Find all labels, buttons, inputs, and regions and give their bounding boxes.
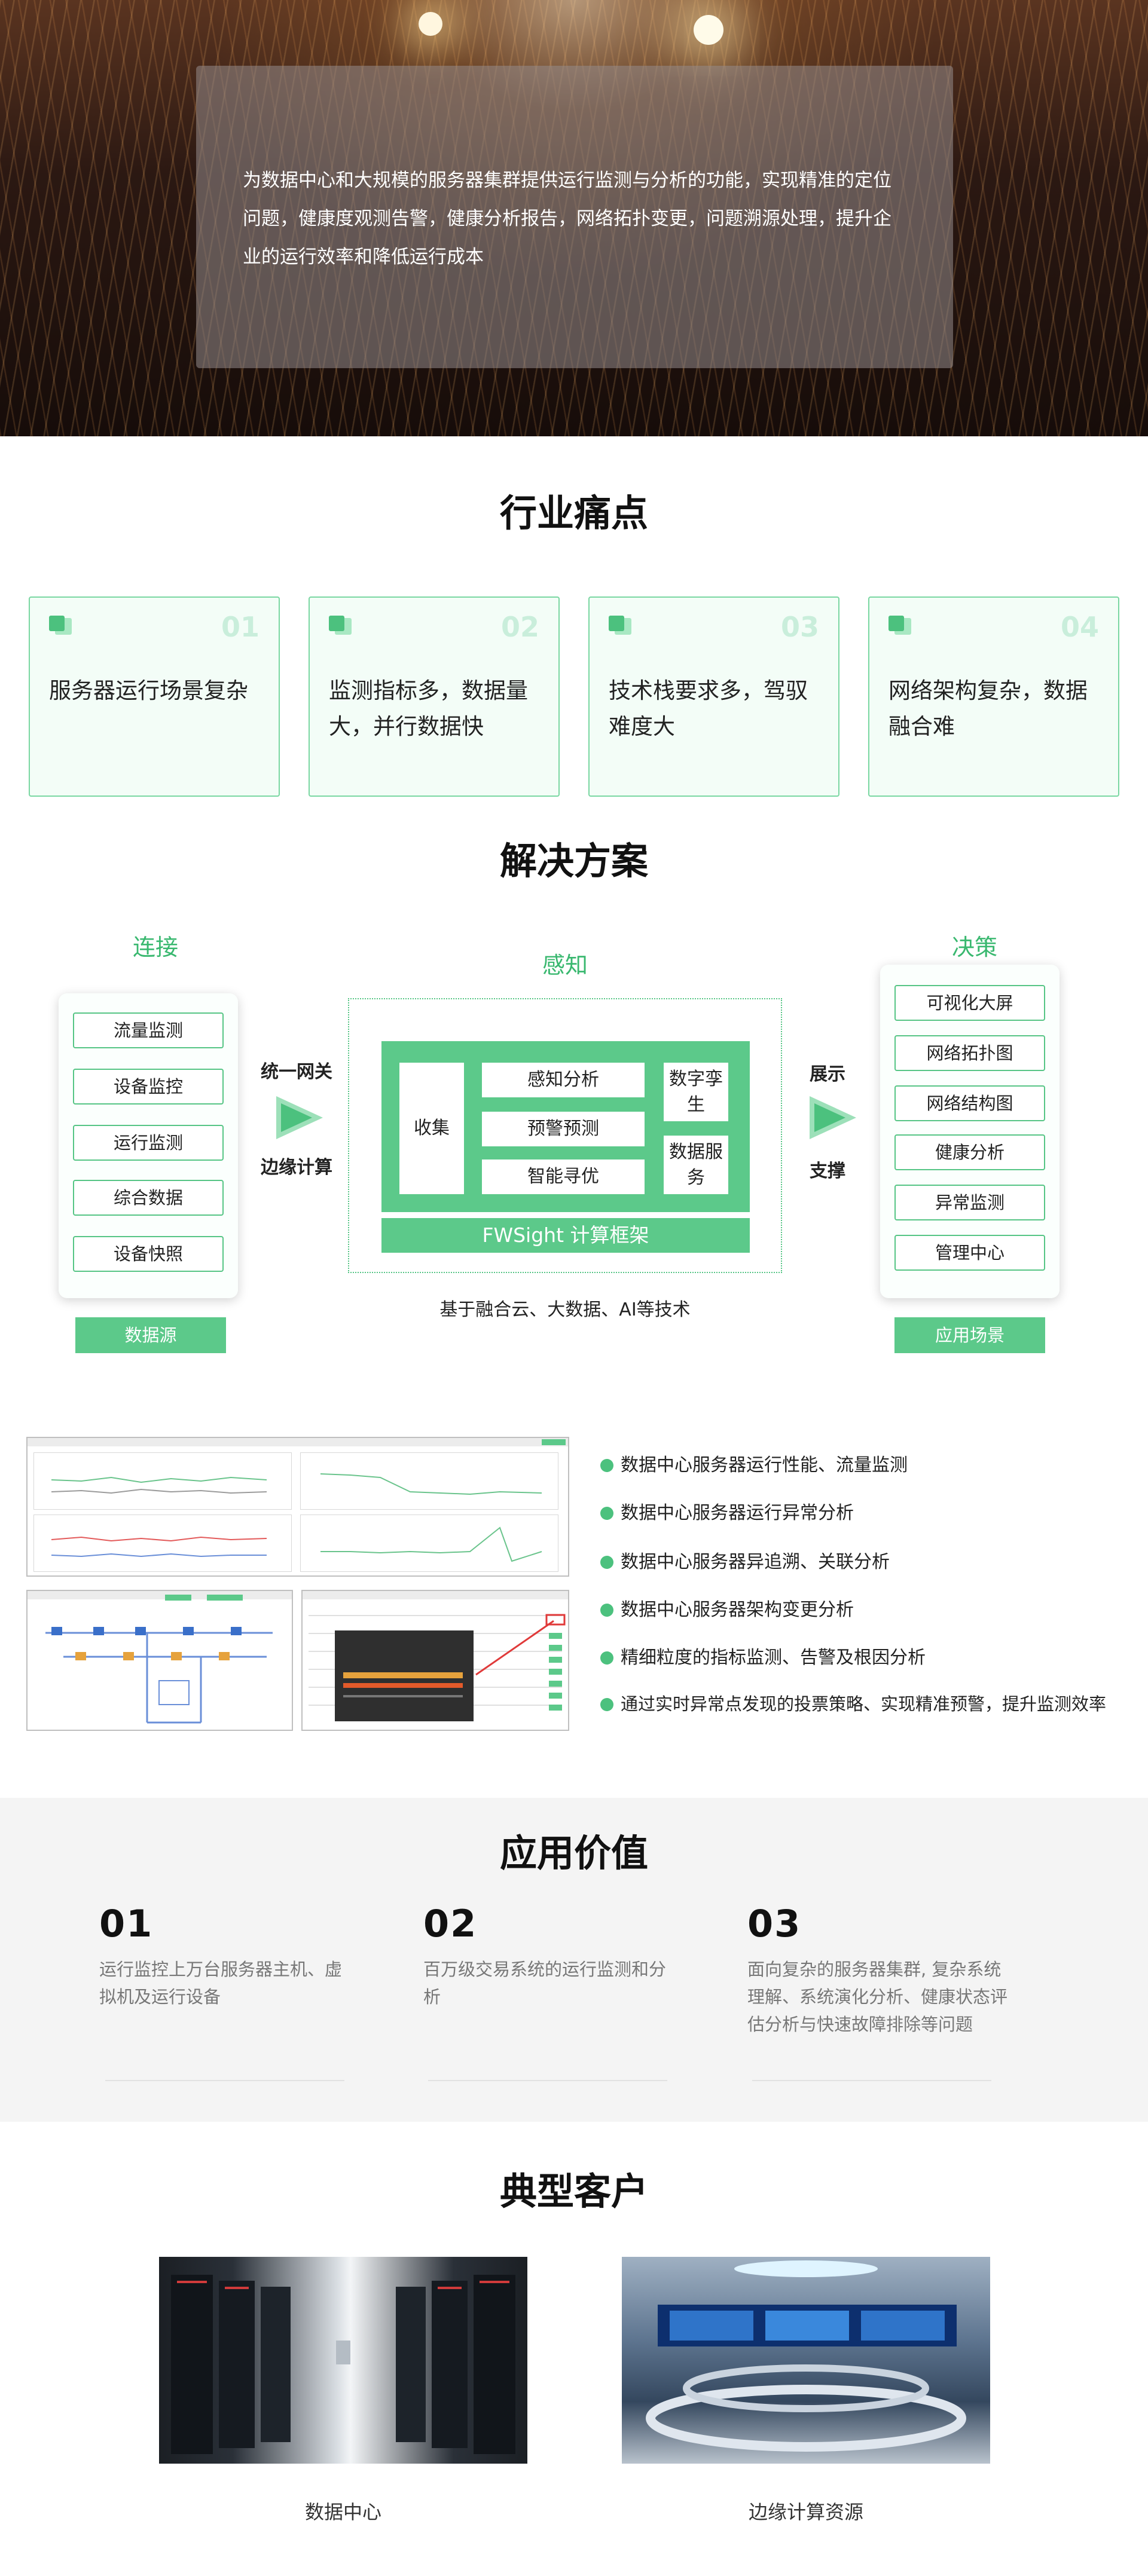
connect-item: 设备快照 — [73, 1236, 224, 1272]
value-text: 运行监控上万台服务器主机、虚拟机及运行设备 — [99, 1959, 343, 2007]
divider — [428, 2080, 667, 2081]
feature-item: 数据中心服务器运行性能、流量监测 — [600, 1450, 908, 1476]
hero-text-panel: 为数据中心和大规模的服务器集群提供运行监测与分析的功能，实现精准的定位问题，健康… — [196, 66, 953, 368]
connect-item: 综合数据 — [73, 1180, 224, 1216]
feature-text: 数据中心服务器运行异常分析 — [621, 1503, 854, 1523]
card-icon — [609, 616, 631, 635]
card-icon — [889, 616, 911, 635]
data-service-box: 数据服务 — [664, 1136, 728, 1194]
monitoring-screenshot — [26, 1437, 569, 1577]
card-icon — [49, 616, 72, 635]
perceive-item: 感知分析 — [482, 1063, 645, 1097]
value-title: 应用价值 — [499, 1831, 648, 1875]
feature-item: 通过实时异常点发现的投票策略、实现精准预警，提升监测效率 — [600, 1690, 1106, 1715]
feature-item: 数据中心服务器架构变更分析 — [600, 1595, 854, 1621]
feature-text: 通过实时异常点发现的投票策略、实现精准预警，提升监测效率 — [621, 1694, 1107, 1714]
decide-item: 可视化大屏 — [894, 985, 1045, 1021]
decide-item: 管理中心 — [894, 1235, 1045, 1271]
card-text: 监测指标多，数据量大，并行数据快 — [329, 678, 528, 739]
bullet-dot-icon — [600, 1507, 613, 1520]
value-text: 百万级交易系统的运行监测和分析 — [423, 1959, 667, 2007]
connect-item: 运行监测 — [73, 1125, 224, 1161]
control-center-image — [622, 2257, 990, 2464]
decide-item: 异常监测 — [894, 1185, 1045, 1220]
pain-card: 03 技术栈要求多，驾驭难度大 — [588, 596, 839, 797]
divider — [105, 2080, 344, 2081]
light-glow — [694, 15, 723, 45]
divider — [752, 2080, 991, 2081]
connect-item: 流量监测 — [73, 1012, 224, 1048]
value-number: 01 — [99, 1902, 154, 1945]
decide-item: 网络拓扑图 — [894, 1035, 1045, 1071]
framework-bar: FWSight 计算框架 — [381, 1218, 750, 1253]
value-text: 面向复杂的服务器集群, 复杂系统理解、系统演化分析、健康状态评估分析与快速故障排… — [747, 1959, 1008, 2035]
connect-item: 设备监控 — [73, 1069, 224, 1105]
feature-text: 数据中心服务器架构变更分析 — [621, 1599, 854, 1620]
feature-text: 数据中心服务器运行性能、流量监测 — [621, 1455, 908, 1476]
collect-box: 收集 — [399, 1063, 464, 1194]
bullet-dot-icon — [600, 1651, 613, 1665]
digital-twin-box: 数字孪生 — [664, 1063, 728, 1121]
card-icon — [329, 616, 352, 635]
alert-screenshot — [301, 1590, 569, 1731]
bullet-dot-icon — [600, 1604, 613, 1617]
topology-screenshot — [26, 1590, 293, 1731]
feature-item: 精细粒度的指标监测、告警及根因分析 — [600, 1642, 926, 1669]
card-number: 03 — [780, 611, 819, 643]
connect-title: 连接 — [132, 934, 178, 960]
arrow-label-top: 统一网关 — [261, 1061, 332, 1082]
value-number: 03 — [747, 1902, 802, 1945]
hero-description: 为数据中心和大规模的服务器集群提供运行监测与分析的功能，实现精准的定位问题，健康… — [243, 170, 891, 268]
card-number: 02 — [500, 611, 539, 643]
card-text: 服务器运行场景复杂 — [49, 678, 248, 703]
customer-label: 数据中心 — [304, 2501, 381, 2523]
decide-item: 网络结构图 — [894, 1085, 1045, 1121]
right-arrow-icon — [814, 1103, 845, 1132]
light-glow — [419, 12, 442, 36]
pain-card: 01 服务器运行场景复杂 — [29, 596, 280, 797]
value-section — [0, 1798, 1148, 2122]
value-number: 02 — [423, 1902, 478, 1945]
hero-banner: 为数据中心和大规模的服务器集群提供运行监测与分析的功能，实现精准的定位问题，健康… — [0, 0, 1148, 436]
card-text: 网络架构复杂，数据融合难 — [889, 678, 1088, 739]
arrow-label-bottom: 支撑 — [810, 1161, 845, 1182]
decide-item: 健康分析 — [894, 1134, 1045, 1170]
alert-popup — [335, 1630, 474, 1721]
perceive-item: 智能寻优 — [482, 1159, 645, 1194]
card-number: 04 — [1060, 611, 1099, 643]
arrow-label-bottom: 边缘计算 — [261, 1157, 332, 1178]
card-number: 01 — [221, 611, 259, 643]
solution-title: 解决方案 — [499, 839, 648, 883]
right-arrow-icon — [281, 1103, 312, 1132]
decide-title: 决策 — [951, 934, 997, 960]
pain-points-title: 行业痛点 — [499, 491, 648, 535]
feature-text: 精细粒度的指标监测、告警及根因分析 — [621, 1647, 926, 1668]
application-scenario-button[interactable]: 应用场景 — [894, 1317, 1045, 1353]
arrow-label-top: 展示 — [810, 1064, 845, 1085]
pain-card: 04 网络架构复杂，数据融合难 — [868, 596, 1119, 797]
customer-label: 边缘计算资源 — [748, 2501, 863, 2523]
bullet-dot-icon — [600, 1556, 613, 1569]
perceive-title: 感知 — [542, 952, 588, 978]
tech-note: 基于融合云、大数据、AI等技术 — [439, 1299, 691, 1320]
pain-card: 02 监测指标多，数据量大，并行数据快 — [309, 596, 560, 797]
bullet-dot-icon — [600, 1459, 613, 1472]
data-center-image — [159, 2257, 527, 2464]
feature-item: 数据中心服务器运行异常分析 — [600, 1498, 854, 1524]
perceive-frame — [348, 998, 782, 1273]
bullet-dot-icon — [600, 1698, 613, 1711]
customers-title: 典型客户 — [499, 2170, 648, 2213]
perceive-item: 预警预测 — [482, 1112, 645, 1146]
data-source-button[interactable]: 数据源 — [75, 1317, 226, 1353]
card-text: 技术栈要求多，驾驭难度大 — [609, 678, 808, 739]
feature-item: 数据中心服务器异追溯、关联分析 — [600, 1547, 890, 1573]
feature-text: 数据中心服务器异追溯、关联分析 — [621, 1552, 890, 1572]
